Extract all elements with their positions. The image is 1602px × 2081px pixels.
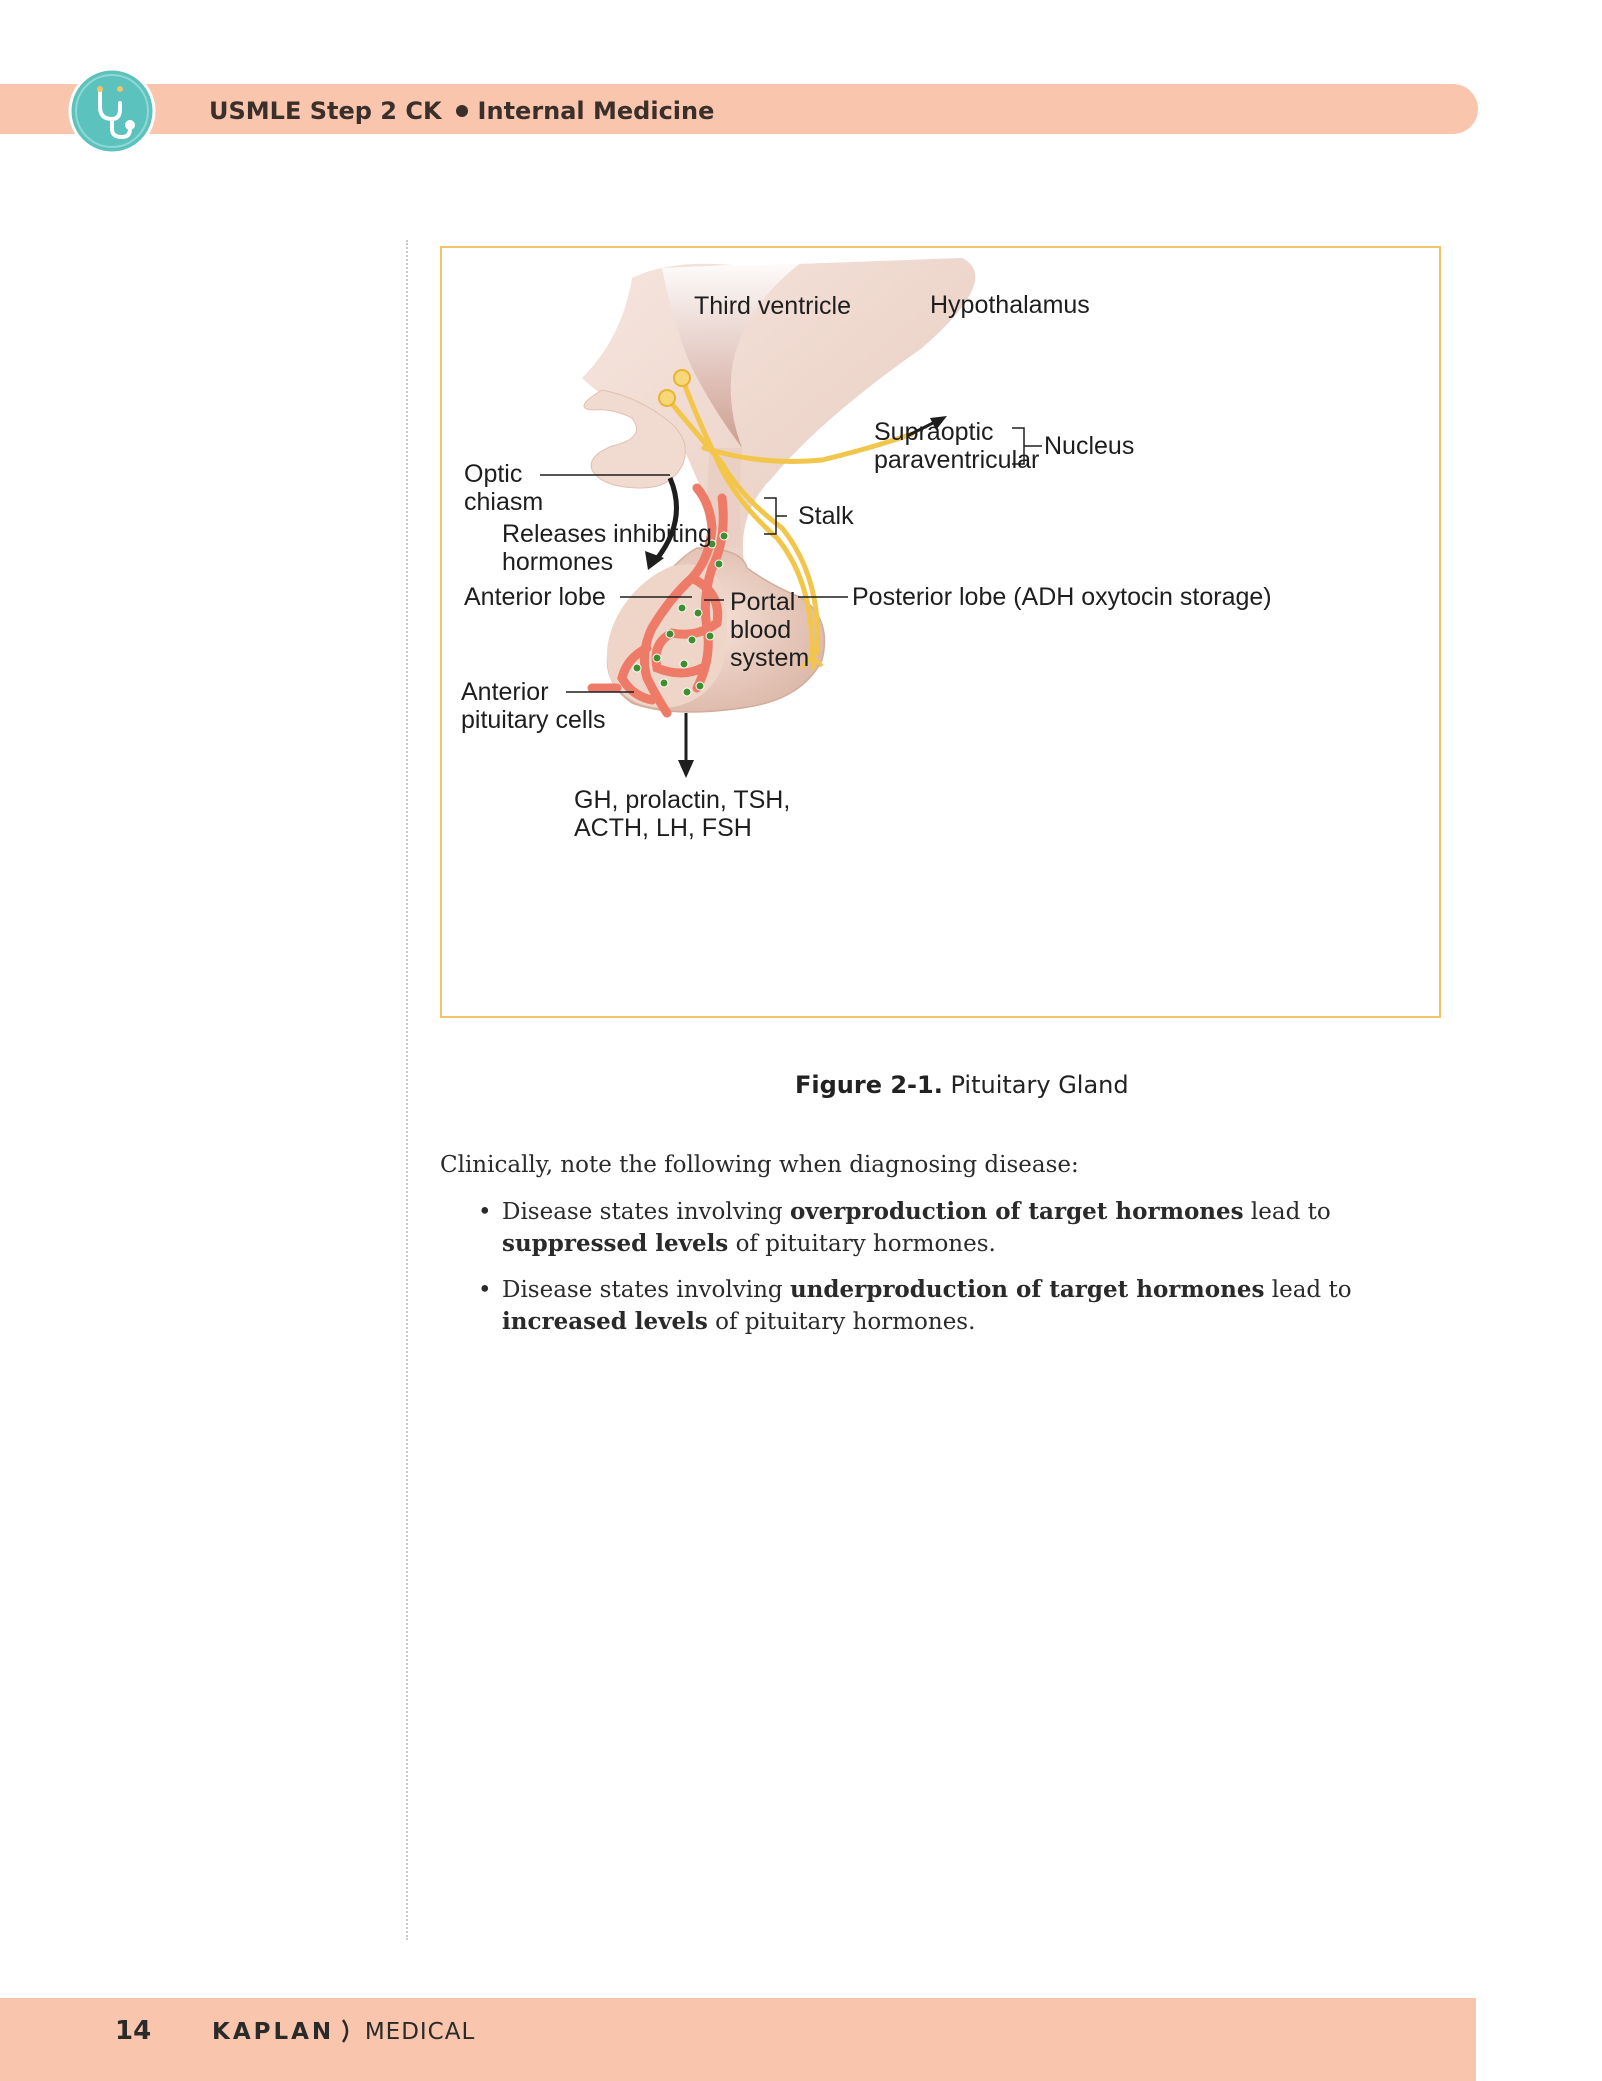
- caption-prefix: Figure 2-1.: [795, 1071, 943, 1099]
- label-paraventricular: paraventricular: [874, 446, 1039, 474]
- supraoptic-neuron: [658, 389, 676, 407]
- page-header-title: USMLE Step 2 CK Internal Medicine: [209, 94, 714, 128]
- bullet-text: lead to: [1243, 1199, 1331, 1225]
- label-releases-2: hormones: [502, 548, 613, 576]
- list-item: Disease states involving overproduction …: [470, 1196, 1470, 1260]
- label-posterior-lobe: Posterior lobe (ADH oxytocin storage): [852, 583, 1272, 611]
- label-supraoptic: Supraoptic: [874, 418, 994, 446]
- fiber-arrow: [906, 419, 938, 438]
- label-optic-2: chiasm: [464, 488, 543, 516]
- list-item: Disease states involving underproduction…: [470, 1274, 1470, 1338]
- figure-box: Third ventricle Hypothalamus Supraoptic …: [440, 246, 1441, 1018]
- separator-dot: [455, 105, 468, 117]
- label-hormones-1: GH, prolactin, TSH,: [574, 786, 790, 814]
- bullet-text: Disease states involving: [502, 1277, 790, 1303]
- pituitary-diagram: Third ventricle Hypothalamus Supraoptic …: [461, 258, 1272, 842]
- nerve-fibers: [664, 375, 915, 661]
- bullet-text: lead to: [1264, 1277, 1352, 1303]
- label-optic-1: Optic: [464, 460, 522, 488]
- label-portal-2: blood: [730, 616, 791, 644]
- releases-arrowhead: [645, 551, 664, 570]
- publisher-logo: KAPLAN MEDICAL: [212, 2018, 475, 2045]
- brand-sub: MEDICAL: [364, 2019, 476, 2045]
- hormone-dots: [632, 531, 729, 697]
- label-nucleus: Nucleus: [1044, 432, 1134, 460]
- nerve-terminal: [800, 654, 824, 671]
- nucleus-bracket: [1012, 427, 1042, 465]
- third-ventricle: [662, 262, 802, 448]
- bullet-text: of pituitary hormones.: [707, 1309, 976, 1335]
- label-anterior-lobe: Anterior lobe: [464, 583, 606, 611]
- secretion-arrowhead: [678, 760, 694, 778]
- label-hypothalamus: Hypothalamus: [930, 291, 1090, 319]
- label-ant-cells-1: Anterior: [461, 678, 549, 706]
- footer-band: [0, 1998, 1476, 2081]
- stalk-bracket: [764, 497, 787, 535]
- chapter-title: Internal Medicine: [477, 97, 715, 125]
- bullet-emphasis: increased levels: [502, 1308, 708, 1335]
- header-band: [0, 84, 1478, 134]
- fiber-arrowhead: [930, 416, 947, 430]
- label-portal-3: system: [730, 644, 809, 672]
- label-portal-1: Portal: [730, 588, 795, 616]
- page-number: 14: [115, 2016, 152, 2046]
- hypothalamus-tissue: [582, 258, 976, 588]
- label-releases-1: Releases inhibiting: [502, 520, 712, 548]
- label-ant-cells-2: pituitary cells: [461, 706, 606, 734]
- brand-main: KAPLAN: [212, 2019, 335, 2045]
- bullet-emphasis: suppressed levels: [502, 1230, 729, 1257]
- bullet-emphasis: overproduction of target hormones: [789, 1198, 1244, 1225]
- margin-rule: [406, 240, 408, 1940]
- label-hormones-2: ACTH, LH, FSH: [574, 814, 752, 842]
- label-stalk: Stalk: [798, 502, 854, 530]
- book-title: USMLE Step 2 CK: [209, 97, 442, 125]
- bullet-text: of pituitary hormones.: [728, 1231, 996, 1257]
- bullet-emphasis: underproduction of target hormones: [789, 1276, 1265, 1303]
- intro-paragraph: Clinically, note the following when diag…: [440, 1152, 1079, 1178]
- bullet-list: Disease states involving overproduction …: [470, 1196, 1470, 1352]
- bullet-text: Disease states involving: [502, 1199, 790, 1225]
- releases-arrow: [654, 477, 679, 562]
- stethoscope-icon: [68, 67, 156, 155]
- brand-swoosh-icon: [341, 2019, 348, 2043]
- label-third-ventricle: Third ventricle: [694, 292, 851, 320]
- optic-chiasm: [583, 389, 686, 489]
- caption-text: Pituitary Gland: [942, 1071, 1129, 1099]
- paraventricular-neuron: [673, 369, 691, 387]
